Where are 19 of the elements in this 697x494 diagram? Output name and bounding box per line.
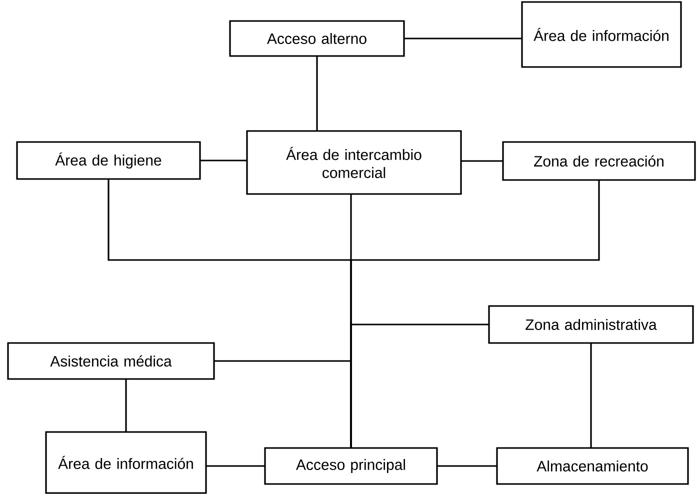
area-box: Acceso alterno (229, 20, 405, 57)
connector-line (125, 379, 127, 432)
connector-line (316, 56, 318, 131)
connector-line (214, 360, 352, 448)
area-box: Área de información (521, 1, 682, 68)
area-box: Área de intercambio comercial (246, 130, 462, 195)
connector-line (206, 465, 265, 467)
connector-line (200, 160, 247, 162)
connector-line (590, 343, 592, 448)
area-box: Área de higiene (16, 141, 201, 180)
area-box: Zona administrativa (488, 305, 694, 344)
area-box: Almacenamiento (496, 447, 689, 485)
connector-line (461, 160, 503, 162)
area-box: Zona de recreación (502, 141, 696, 181)
area-box: Asistencia médica (7, 342, 215, 380)
area-box: Área de información (45, 431, 207, 494)
area-box: Acceso principal (264, 447, 438, 485)
connector-line (437, 465, 497, 467)
connector-line (404, 38, 522, 40)
